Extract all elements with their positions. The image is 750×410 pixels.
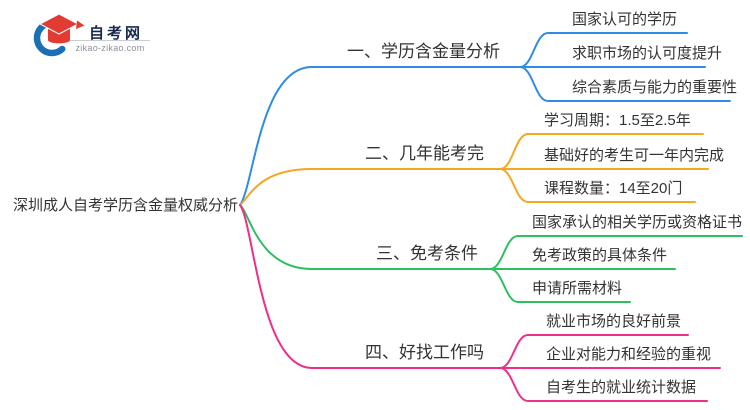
logo-divider — [70, 40, 150, 41]
site-logo: 自考网 zikao-zikao.com — [26, 8, 161, 60]
branch-1-leaf-1-underline — [519, 32, 688, 68]
branch-3-leaf-3: 申请所需材料 — [532, 280, 623, 297]
logo-title: 自考网 — [88, 25, 143, 42]
branch-3-leaf-1: 国家承认的相关学历或资格证书 — [532, 214, 743, 231]
branch-1-leaf-1: 国家认可的学历 — [572, 11, 678, 28]
cap-base — [48, 28, 70, 44]
branch-4-leaf-1-underline — [499, 334, 689, 369]
branch-2-curve — [239, 168, 501, 206]
branch-2-leaf-1: 学习周期：1.5至2.5年 — [544, 112, 691, 129]
branch-2-leaf-3: 课程数量：14至20门 — [544, 180, 683, 197]
logo-domain: zikao-zikao.com — [75, 43, 145, 53]
branch-3-leaf-3-underline — [489, 268, 631, 303]
branch-1-leaf-3: 综合素质与能力的重要性 — [572, 79, 738, 96]
branch-4-leaf-1: 就业市场的良好前景 — [546, 313, 682, 330]
branch-4-curve — [239, 204, 501, 369]
branch-3-label: 三、免考条件 — [376, 244, 478, 263]
branch-1-label: 一、学历含金量分析 — [347, 42, 500, 61]
branch-2-leaf-2: 基础好的考生可一年内完成 — [544, 147, 725, 164]
branch-4-leaf-3: 自考生的就业统计数据 — [546, 379, 697, 396]
branch-2-label: 二、几年能考完 — [365, 144, 484, 163]
branch-4-label: 四、好找工作吗 — [365, 343, 484, 362]
branch-3-curve — [239, 204, 491, 270]
branch-1-curve — [239, 66, 521, 206]
graduation-cap-icon — [33, 13, 85, 57]
root-node: 深圳成人自考学历含金量权威分析 — [13, 197, 239, 214]
branch-1-leaf-2: 求职市场的认可度提升 — [572, 45, 723, 62]
branch-4-leaf-2: 企业对能力和经验的重视 — [546, 346, 712, 363]
branch-2-leaf-1-underline — [499, 133, 704, 170]
branch-1-leaf-3-underline — [519, 66, 731, 102]
branch-2-leaf-3-underline — [499, 168, 696, 203]
branch-4-leaf-3-underline — [499, 367, 708, 402]
cap-board — [38, 13, 80, 35]
cap-tassel — [76, 20, 85, 29]
branch-3-leaf-1-underline — [489, 235, 743, 270]
branch-3-leaf-2: 免考政策的具体条件 — [532, 247, 668, 264]
